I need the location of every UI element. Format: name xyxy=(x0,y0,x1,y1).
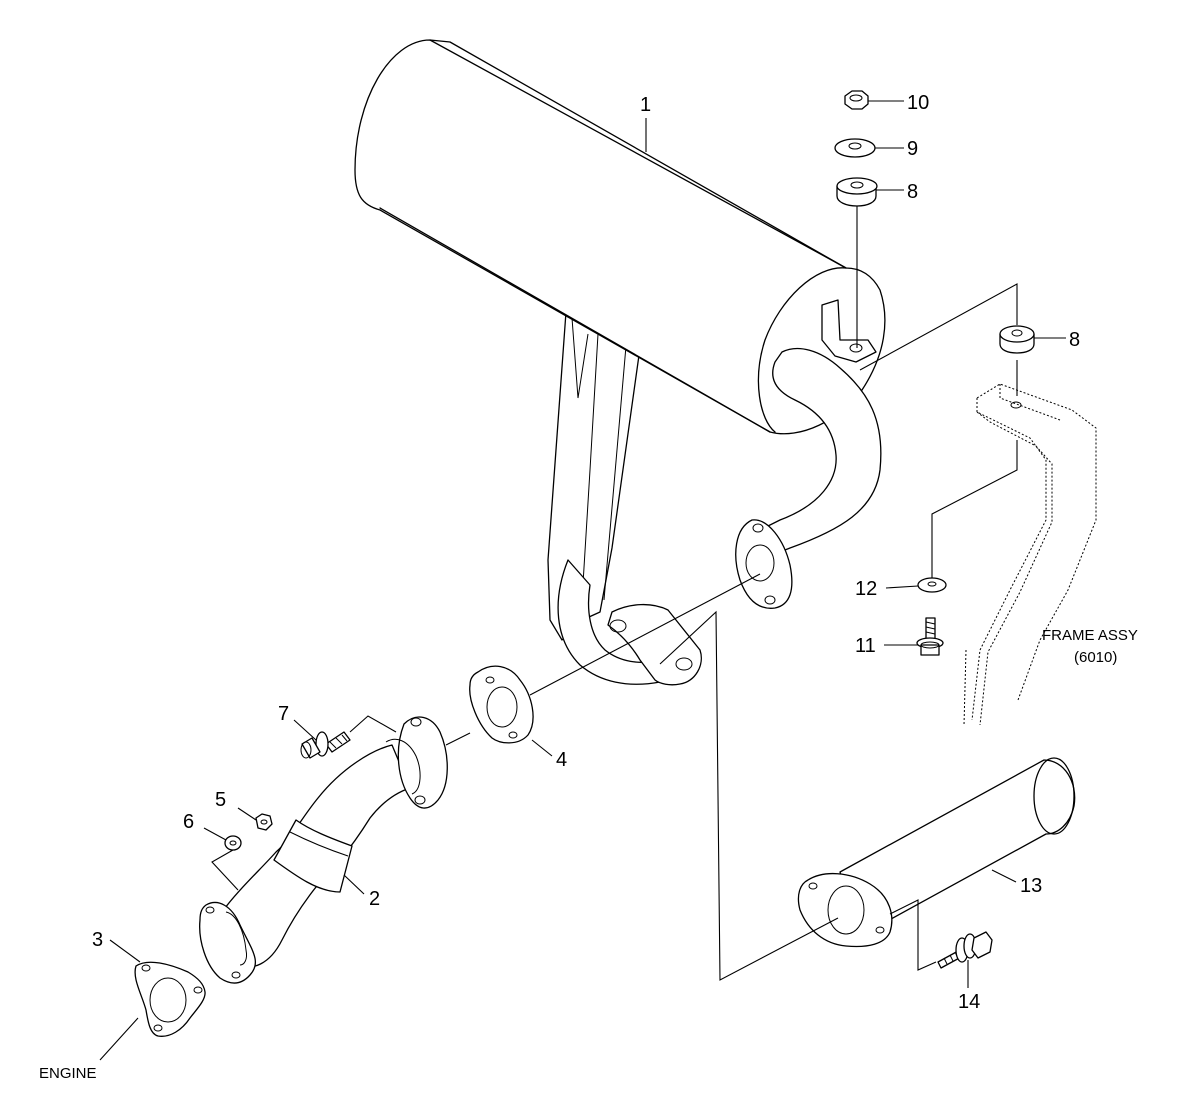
muffler[interactable] xyxy=(354,39,886,686)
callout-5: 5 xyxy=(215,789,226,811)
part-2-front-pipe[interactable] xyxy=(199,716,448,984)
part-6-washer[interactable] xyxy=(224,835,242,851)
part-7-bolt[interactable] xyxy=(300,731,351,759)
callout-2: 2 xyxy=(369,888,380,910)
part-3-gasket[interactable] xyxy=(134,961,206,1037)
part-5-nut[interactable] xyxy=(255,813,273,831)
frame-assembly xyxy=(963,383,1097,726)
callout-leaders xyxy=(99,100,1066,1061)
part-10-nut[interactable] xyxy=(844,90,869,110)
callout-9: 9 xyxy=(907,138,918,160)
part-9-washer[interactable] xyxy=(834,138,876,158)
part-13-tail-pipe[interactable] xyxy=(797,757,1076,948)
callout-8b: 8 xyxy=(1069,329,1080,351)
callout-3: 3 xyxy=(92,929,103,951)
frame-assy-number: (6010) xyxy=(1074,649,1117,666)
callout-13: 13 xyxy=(1020,875,1042,897)
frame-assy-label: FRAME ASSY xyxy=(1042,627,1138,644)
callout-1: 1 xyxy=(640,94,651,116)
callout-7: 7 xyxy=(278,703,289,725)
part-4-gasket[interactable] xyxy=(469,665,534,744)
callout-10: 10 xyxy=(907,92,929,114)
part-8-cushion-lower[interactable] xyxy=(999,325,1035,354)
callout-14: 14 xyxy=(958,991,980,1013)
callout-4: 4 xyxy=(556,749,567,771)
engine-label: ENGINE xyxy=(39,1065,97,1082)
part-14-bolt[interactable] xyxy=(937,931,993,969)
part-12-washer[interactable] xyxy=(917,577,947,593)
part-11-bolt[interactable] xyxy=(916,617,944,656)
leader-lines xyxy=(211,573,937,981)
callout-8a: 8 xyxy=(907,181,918,203)
part-8-cushion-upper[interactable] xyxy=(836,177,878,207)
callout-6: 6 xyxy=(183,811,194,833)
callout-11: 11 xyxy=(855,635,876,657)
callout-12: 12 xyxy=(855,578,877,600)
